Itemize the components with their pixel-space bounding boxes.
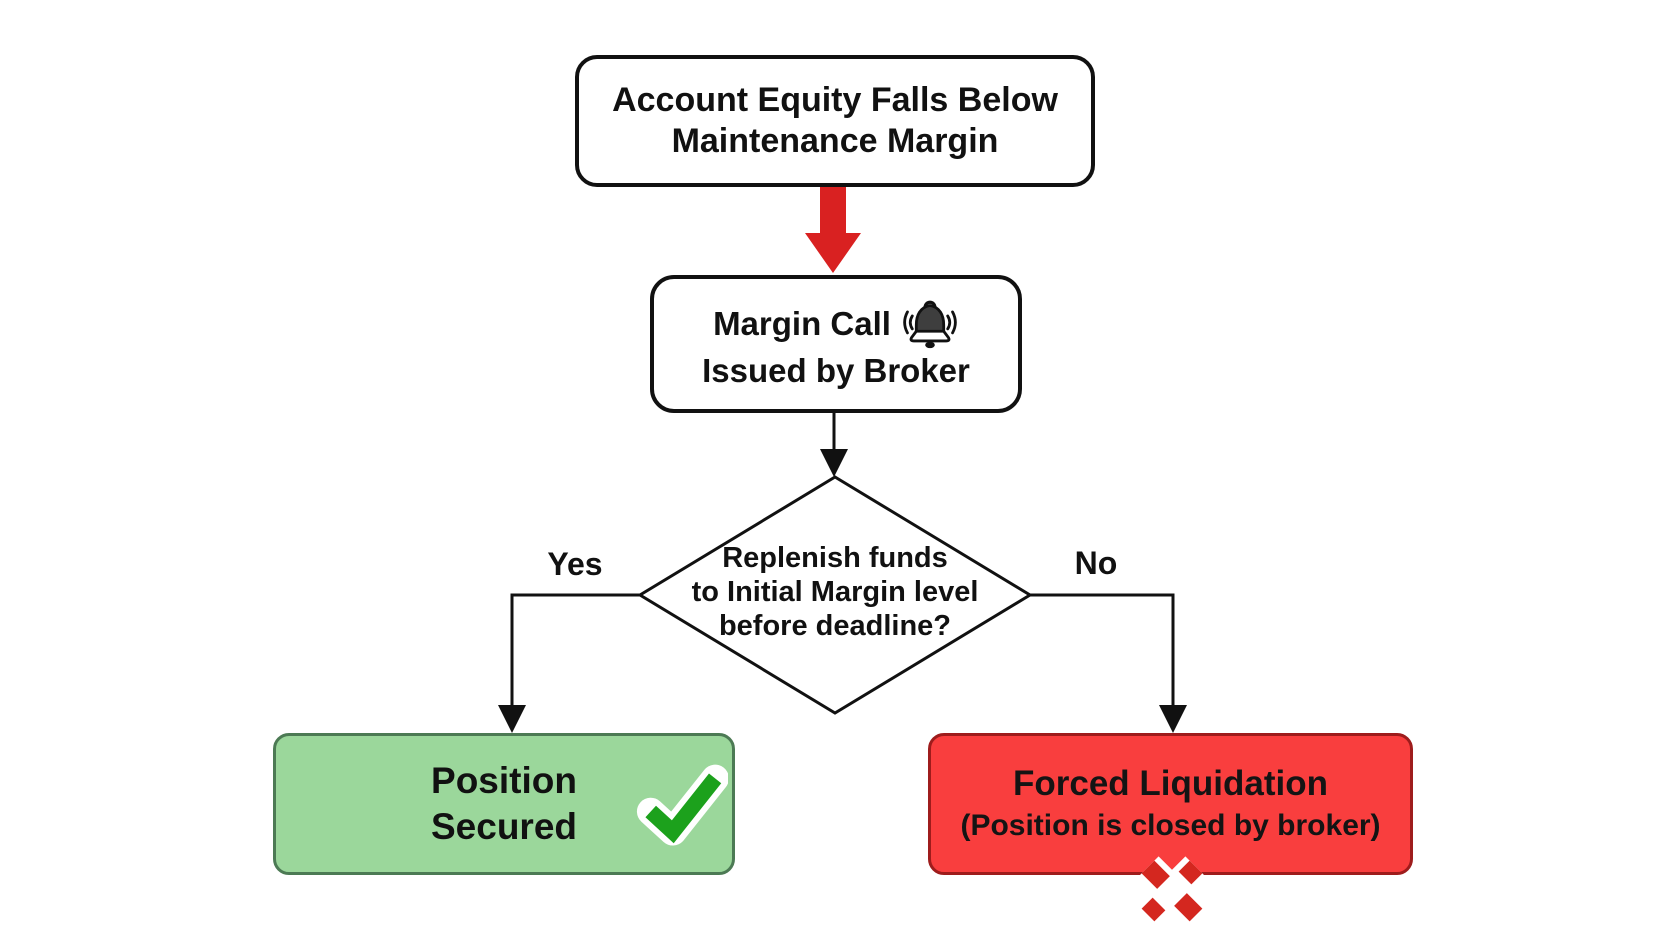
liquidation-line2: (Position is closed by broker) xyxy=(960,809,1381,843)
secured-line2: Secured xyxy=(430,806,577,847)
decision-text: Replenish funds to Initial Margin level … xyxy=(655,542,1015,644)
start-box-line1: Account Equity Falls Below xyxy=(612,81,1058,120)
yes-branch-label: Yes xyxy=(547,546,603,582)
margin-call-line1: Margin Call xyxy=(713,305,891,343)
decision-line3: before deadline? xyxy=(718,609,952,642)
no-branch-label: No xyxy=(1074,545,1118,581)
start-box-line2: Maintenance Margin xyxy=(671,122,999,160)
bell-icon xyxy=(903,300,957,349)
decision-line2: to Initial Margin level xyxy=(691,575,979,608)
start-box: Account Equity Falls Below Maintenance M… xyxy=(575,55,1095,187)
margin-call-row: Margin Call xyxy=(713,297,959,351)
liquidation-line1: Forced Liquidation xyxy=(1013,764,1328,804)
checkmark-icon xyxy=(636,764,728,846)
cross-mark-icon xyxy=(1137,856,1207,926)
yes-arrowhead xyxy=(498,705,526,733)
secured-line1: Position xyxy=(431,759,577,801)
down-arrowhead xyxy=(820,449,848,477)
margin-call-box: Margin Call Issued by Broker xyxy=(650,275,1022,413)
no-connector xyxy=(1030,593,1175,719)
no-arrowhead xyxy=(1159,705,1187,733)
red-down-arrow xyxy=(805,182,861,273)
yes-connector xyxy=(510,593,640,719)
margin-call-line2: Issued by Broker xyxy=(702,352,970,390)
forced-liquidation-box: Forced Liquidation (Position is closed b… xyxy=(928,733,1413,875)
decision-line1: Replenish funds xyxy=(722,542,948,574)
position-secured-box: Position Secured xyxy=(273,733,735,875)
